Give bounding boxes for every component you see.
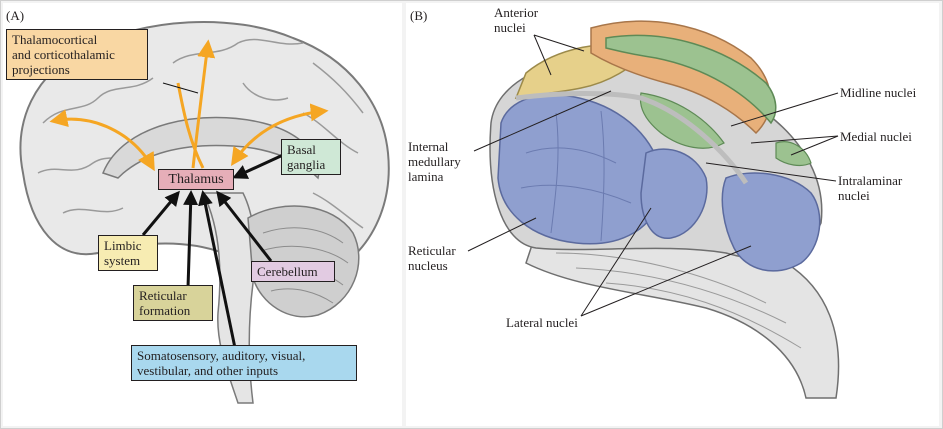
reticular-formation-box: Reticular formation (133, 285, 213, 321)
internal-medullary-lamina (515, 91, 749, 185)
arrow-reticular (183, 190, 199, 289)
midline-nuclei-label: Midline nuclei (840, 85, 917, 100)
medial-nuclei-label: Medial nuclei (840, 129, 912, 144)
arrow-basal-ganglia (232, 153, 284, 179)
arrow-inputs (198, 190, 237, 349)
panel-a-letter: (A) (6, 8, 25, 23)
internal-medullary-lamina-label: Internal medullary lamina (408, 139, 461, 184)
leader-lateral-2 (580, 245, 752, 317)
projection-arrows (49, 39, 329, 172)
leader-anterior-2 (533, 34, 585, 52)
panel-a: (A) Thalamocortical and corticothalamic … (3, 3, 402, 426)
lateral-nuclei-mid (640, 148, 708, 239)
cerebellum-box: Cerebellum (251, 261, 335, 282)
lateral-nuclei-segments (520, 110, 632, 242)
intralaminar-nuclei-label: Intralaminar nuclei (838, 173, 903, 203)
limbic-system-box: Limbic system (98, 235, 158, 271)
arrow-up-inner (176, 82, 205, 169)
leader-intralaminar (705, 162, 837, 182)
thalamus-box: Thalamus (158, 169, 234, 190)
arrow-up (191, 39, 216, 169)
leader-reticular (467, 217, 537, 252)
arrow-limbic (141, 190, 180, 236)
panel-b-letter: (B) (410, 8, 428, 23)
anterior-nuclei-label: Anterior nuclei (494, 5, 539, 35)
panel-a-illustration (19, 21, 390, 404)
leader-internal-lamina (473, 90, 612, 152)
leader-lateral-1 (580, 207, 652, 317)
arrow-cerebellum (216, 190, 273, 262)
leader-midline (730, 92, 839, 127)
lateral-nuclei-label: Lateral nuclei (506, 315, 578, 330)
leader-thalamocortical (162, 82, 199, 94)
basal-ganglia-box: Basal ganglia (281, 139, 341, 175)
leader-anterior-1 (533, 34, 552, 76)
arrow-left (49, 109, 155, 172)
lateral-nuclei-right (721, 172, 821, 272)
panel-b-illustration (467, 20, 840, 399)
leader-medial-2 (790, 135, 839, 156)
reticular-nucleus-label: Reticular nucleus (408, 243, 456, 273)
input-arrows (141, 82, 284, 349)
panel-b: (B) Anterior nuclei Midline nuclei Media… (406, 3, 939, 426)
midline-nuclei-band (605, 34, 777, 125)
leader-lines (467, 34, 839, 317)
leader-medial-1 (750, 135, 839, 144)
inputs-box: Somatosensory, auditory, visual, vestibu… (131, 345, 357, 381)
thalamocortical-box: Thalamocortical and corticothalamic proj… (6, 29, 148, 80)
brainstem-fibers (555, 252, 802, 349)
arrow-right (231, 103, 329, 166)
